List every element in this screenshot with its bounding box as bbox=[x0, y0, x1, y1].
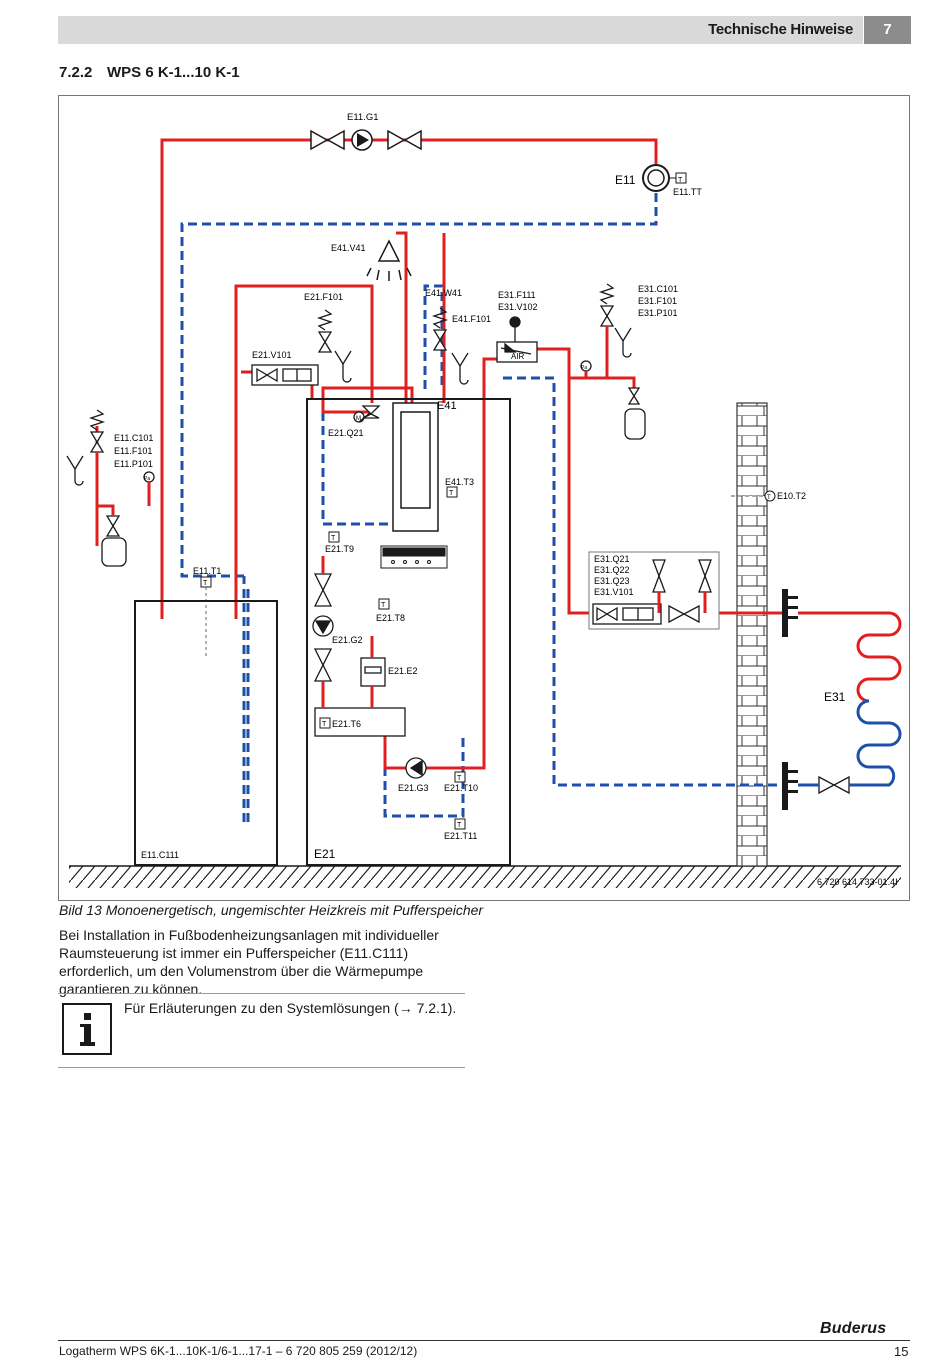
ground bbox=[69, 865, 901, 888]
label-t-e10t2: T bbox=[767, 495, 771, 501]
label-e31v101: E31.V101 bbox=[594, 587, 634, 597]
filter-e21v101 bbox=[251, 364, 319, 386]
sensor-e10t2 bbox=[764, 490, 776, 502]
label-e41t3: E41.T3 bbox=[445, 477, 474, 487]
label-e31q22: E31.Q22 bbox=[594, 565, 630, 575]
label-t-e21t10: T bbox=[457, 775, 462, 782]
label-e31p101: E31.P101 bbox=[638, 308, 678, 318]
buffer-tank-e11c111 bbox=[134, 600, 278, 866]
supply-lines bbox=[95, 138, 784, 770]
info-icon bbox=[62, 1003, 112, 1055]
shower-head-e41v41 bbox=[366, 239, 412, 281]
label-e31q23: E31.Q23 bbox=[594, 576, 630, 586]
label-t-e21t9: T bbox=[331, 535, 336, 542]
label-e10t2: E10.T2 bbox=[777, 491, 806, 501]
note-text: Für Erläuterungen zu den Systemlösungen … bbox=[124, 1000, 457, 1016]
sensor-e21t11 bbox=[454, 818, 466, 830]
page-number: 15 bbox=[894, 1344, 909, 1359]
body-paragraph: Bei Installation in Fußbodenheizungsanla… bbox=[59, 927, 439, 997]
sensor-e41t3 bbox=[446, 486, 458, 498]
label-pa-e31: Pa bbox=[581, 365, 587, 371]
label-e11f101: E11.F101 bbox=[114, 446, 152, 456]
label-e31v102: E31.V102 bbox=[498, 302, 538, 312]
label-e11: E11 bbox=[615, 173, 636, 187]
label-m: M bbox=[356, 416, 361, 422]
sensor-e21t10 bbox=[454, 771, 466, 783]
heat-pump-cabinet-e21 bbox=[306, 398, 511, 866]
header-bar: Technische Hinweise bbox=[58, 16, 863, 44]
label-t-e21t11: T bbox=[457, 822, 462, 829]
valves-e31 bbox=[592, 559, 712, 625]
label-e11t1: E11.T1 bbox=[193, 566, 221, 576]
heat-generator-e11 bbox=[642, 164, 687, 192]
note-divider-bottom bbox=[58, 1067, 465, 1068]
controller-display bbox=[380, 545, 448, 569]
footer-divider bbox=[58, 1340, 910, 1341]
pump-e21g3 bbox=[405, 757, 427, 779]
label-e31: E31 bbox=[824, 690, 846, 704]
manifold-connectors bbox=[782, 589, 798, 810]
air-separator-e31v102 bbox=[496, 316, 538, 363]
label-e21t9: E21.T9 bbox=[325, 544, 354, 554]
section-title: WPS 6 K-1...10 K-1 bbox=[107, 64, 240, 81]
label-t-e21t6: T bbox=[322, 721, 327, 728]
section-heading: 7.2.2 WPS 6 K-1...10 K-1 bbox=[59, 64, 240, 81]
sensor-e21t9 bbox=[328, 531, 340, 543]
label-e11tt: E11.TT bbox=[673, 187, 702, 197]
brand-logo: Buderus bbox=[820, 1320, 887, 1337]
hydraulic-diagram: E11.G1 E11 T E11.TT E41.V41 E21.F101 E41… bbox=[58, 95, 910, 901]
label-e21q21: E21.Q21 bbox=[328, 428, 364, 438]
label-e31q21: E31.Q21 bbox=[594, 554, 630, 564]
sensor-e21t6 bbox=[319, 717, 331, 729]
diverter-valve-e21q21 bbox=[353, 405, 381, 423]
label-air: AIR bbox=[511, 352, 525, 361]
label-e21t10: E21.T10 bbox=[444, 783, 478, 793]
section-number: 7.2.2 bbox=[59, 64, 93, 81]
label-t-e11t1: T bbox=[203, 580, 208, 587]
label-e21g3: E21.G3 bbox=[398, 783, 429, 793]
label-e11c101: E11.C101 bbox=[114, 433, 153, 443]
label-docref: 6 720 614 733-01.4I bbox=[817, 877, 898, 887]
footer-doc-reference: Logatherm WPS 6K-1...10K-1/6-1...17-1 – … bbox=[59, 1344, 418, 1358]
label-e21t11: E21.T11 bbox=[444, 831, 477, 841]
label-e31f101: E31.F101 bbox=[638, 296, 677, 306]
label-e21f101: E21.F101 bbox=[304, 292, 343, 302]
internal-components-e21 bbox=[312, 573, 406, 737]
label-e21v101: E21.V101 bbox=[252, 350, 292, 360]
label-e21g2: E21.G2 bbox=[332, 635, 363, 645]
chapter-number: 7 bbox=[864, 16, 911, 44]
floor-heating-coil-e31 bbox=[849, 611, 902, 787]
label-e41v41: E41.V41 bbox=[331, 243, 366, 253]
label-e21: E21 bbox=[314, 847, 336, 861]
label-t-e11tt: T bbox=[678, 177, 683, 184]
label-e21e2: E21.E2 bbox=[388, 666, 418, 676]
label-e31c101: E31.C101 bbox=[638, 284, 678, 294]
sensor-e21t8 bbox=[378, 598, 390, 610]
label-e31f111: E31.F111 bbox=[498, 290, 536, 300]
safety-group-e31 bbox=[580, 283, 646, 440]
label-e41f101: E41.F101 bbox=[452, 314, 491, 324]
label-e11p101: E11.P101 bbox=[114, 459, 153, 469]
label-e11g1: E11.G1 bbox=[347, 112, 379, 123]
label-e11c111: E11.C111 bbox=[141, 850, 179, 860]
label-t-e41t3: T bbox=[449, 490, 454, 497]
diagram-svg: E11.G1 E11 T E11.TT E41.V41 E21.F101 E41… bbox=[66, 112, 902, 888]
header-title: Technische Hinweise bbox=[708, 21, 853, 38]
label-e41w41: E41.W41 bbox=[425, 288, 462, 298]
valve-e31-return bbox=[818, 775, 850, 795]
label-e41: E41 bbox=[437, 400, 457, 412]
brick-wall bbox=[736, 402, 768, 867]
safety-valve-e41f101 bbox=[431, 307, 469, 385]
note-divider-top bbox=[58, 993, 465, 994]
safety-valve-e21f101 bbox=[316, 309, 352, 383]
label-e21t6: E21.T6 bbox=[332, 719, 361, 729]
label-t-e21t8: T bbox=[381, 602, 386, 609]
return-lines bbox=[180, 191, 784, 822]
circulation-pump-e11g1 bbox=[310, 129, 422, 151]
label-e21t8: E21.T8 bbox=[376, 613, 405, 623]
figure-caption: Bild 13 Monoenergetisch, ungemischter He… bbox=[59, 902, 484, 918]
dhw-tank-e41 bbox=[392, 402, 439, 532]
label-pa-e11: Pa bbox=[144, 476, 150, 482]
